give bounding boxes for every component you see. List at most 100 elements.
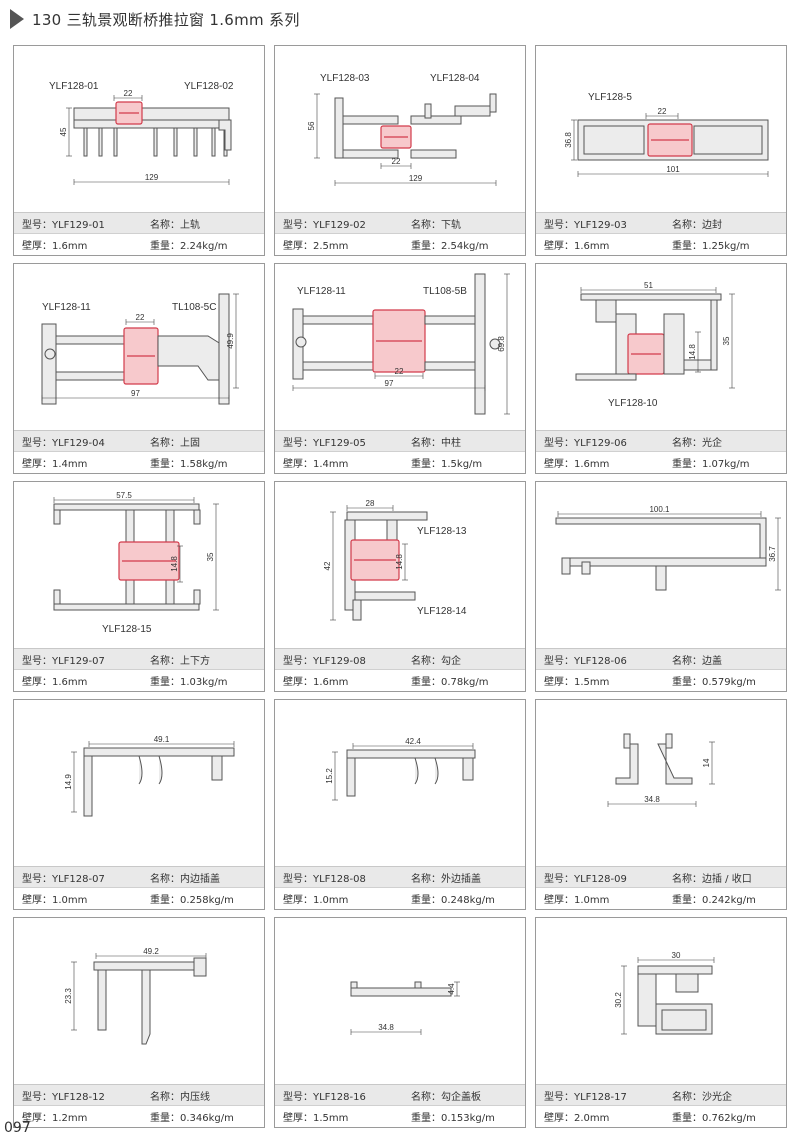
name-field: 名称：边封 xyxy=(664,216,722,231)
weight-value: 0.762kg/m xyxy=(702,1113,756,1124)
part-tag: YLF128-11 xyxy=(42,302,91,313)
profile-cross-section: 49.2 23.3 xyxy=(64,947,207,1045)
part-tag: YLF128-15 xyxy=(102,624,152,635)
profile-cross-section: 42.4 15.2 xyxy=(325,737,476,801)
weight-label: 重量： xyxy=(150,1113,180,1124)
wall-value: 2.0mm xyxy=(574,1113,610,1124)
weight-field: 重量：1.58kg/m xyxy=(142,455,228,470)
profile-info: 型号：YLF129-04 名称：上固 壁厚：1.4mm 重量：1.58kg/m xyxy=(14,430,264,473)
weight-value: 0.258kg/m xyxy=(180,895,234,906)
profile-cross-section: 14 34.8 xyxy=(607,733,715,807)
weight-label: 重量： xyxy=(672,459,702,470)
info-row-model: 型号：YLF129-05 名称：中柱 xyxy=(275,431,525,452)
name-label: 名称： xyxy=(150,873,180,885)
dimension-label: 129 xyxy=(145,173,159,182)
wall-value: 1.5mm xyxy=(574,677,610,688)
dimension-label: 97 xyxy=(131,389,140,398)
wall-label: 壁厚： xyxy=(283,895,313,906)
weight-label: 重量： xyxy=(672,677,702,688)
dimension-label: 49.9 xyxy=(226,333,235,349)
wall-field: 壁厚：1.4mm xyxy=(14,455,142,470)
weight-field: 重量：1.25kg/m xyxy=(664,237,750,252)
part-tag: YLF128-01 xyxy=(49,81,99,92)
wall-field: 壁厚：1.0mm xyxy=(275,891,403,906)
part-tag: YLF128-04 xyxy=(430,73,480,84)
wall-field: 壁厚：1.5mm xyxy=(536,673,664,688)
wall-field: 壁厚：1.0mm xyxy=(14,891,142,906)
profile-drawing: YLF128-5 22 36.8 101 xyxy=(536,46,786,212)
name-label: 名称： xyxy=(150,655,180,667)
weight-label: 重量： xyxy=(150,895,180,906)
model-value: YLF128-07 xyxy=(52,873,105,885)
weight-field: 重量：0.153kg/m xyxy=(403,1109,495,1124)
model-value: YLF129-02 xyxy=(313,219,366,231)
model-field: 型号：YLF128-07 xyxy=(14,870,142,885)
wall-label: 壁厚： xyxy=(22,677,52,688)
part-tag: YLF128-03 xyxy=(320,73,370,84)
wall-label: 壁厚： xyxy=(544,1113,574,1124)
wall-label: 壁厚： xyxy=(283,241,313,252)
name-value: 上下方 xyxy=(180,655,210,667)
profile-cross-section: YLF128-5 22 36.8 101 xyxy=(564,92,769,177)
wall-label: 壁厚： xyxy=(283,1113,313,1124)
profile-info: 型号：YLF128-17 名称：沙光企 壁厚：2.0mm 重量：0.762kg/… xyxy=(536,1084,786,1127)
name-label: 名称： xyxy=(672,437,702,449)
info-row-model: 型号：YLF129-02 名称：下轨 xyxy=(275,213,525,234)
name-field: 名称：上固 xyxy=(142,434,200,449)
wall-field: 壁厚：1.5mm xyxy=(275,1109,403,1124)
profile-card: 100.1 36.7 型号：YLF128-06 名称：边盖 壁厚：1.5mm 重… xyxy=(535,481,787,692)
name-value: 边插 / 收口 xyxy=(702,873,752,885)
dimension-label: 97 xyxy=(385,379,394,388)
weight-value: 0.153kg/m xyxy=(441,1113,495,1124)
profile-info: 型号：YLF129-07 名称：上下方 壁厚：1.6mm 重量：1.03kg/m xyxy=(14,648,264,691)
model-field: 型号：YLF129-08 xyxy=(275,652,403,667)
wall-value: 1.2mm xyxy=(52,1113,88,1124)
weight-field: 重量：1.03kg/m xyxy=(142,673,228,688)
model-field: 型号：YLF129-02 xyxy=(275,216,403,231)
page-number: 097 xyxy=(4,1120,31,1136)
part-tag: YLF128-5 xyxy=(588,92,632,103)
dimension-label: 34.8 xyxy=(644,795,660,804)
wall-value: 1.6mm xyxy=(52,241,88,252)
info-row-model: 型号：YLF128-08 名称：外边插盖 xyxy=(275,867,525,888)
model-field: 型号：YLF129-01 xyxy=(14,216,142,231)
model-label: 型号： xyxy=(283,1091,313,1103)
wall-label: 壁厚： xyxy=(544,677,574,688)
profile-info: 型号：YLF129-06 名称：光企 壁厚：1.6mm 重量：1.07kg/m xyxy=(536,430,786,473)
info-row-model: 型号：YLF128-16 名称：勾企盖板 xyxy=(275,1085,525,1106)
info-row-spec: 壁厚：1.6mm 重量：1.03kg/m xyxy=(14,670,264,691)
weight-field: 重量：0.248kg/m xyxy=(403,891,495,906)
weight-value: 2.24kg/m xyxy=(180,241,228,252)
name-value: 下轨 xyxy=(441,219,461,231)
info-row-spec: 壁厚：1.6mm 重量：1.25kg/m xyxy=(536,234,786,255)
info-row-model: 型号：YLF128-17 名称：沙光企 xyxy=(536,1085,786,1106)
model-label: 型号： xyxy=(283,437,313,449)
model-value: YLF128-08 xyxy=(313,873,366,885)
info-row-spec: 壁厚：1.0mm 重量：0.242kg/m xyxy=(536,888,786,909)
dimension-label: 129 xyxy=(409,174,423,183)
info-row-model: 型号：YLF128-07 名称：内边插盖 xyxy=(14,867,264,888)
dimension-label: 57.5 xyxy=(116,491,132,500)
dimension-label: 34.8 xyxy=(378,1023,394,1032)
dimension-label: 49.1 xyxy=(154,735,170,744)
profile-card: YLF128-5 22 36.8 101 型号：YLF129-03 名称：边封 … xyxy=(535,45,787,256)
name-value: 沙光企 xyxy=(702,1091,732,1103)
profile-card: 30 30.2 型号：YLF128-17 名称：沙光企 壁厚：2.0mm 重量：… xyxy=(535,917,787,1128)
part-tag: YLF128-10 xyxy=(608,398,658,409)
profile-cross-section: 34.8 4.4 xyxy=(350,981,460,1035)
page-header: 130 三轨景观断桥推拉窗 1.6mm 系列 xyxy=(10,8,300,30)
weight-field: 重量：0.346kg/m xyxy=(142,1109,234,1124)
wall-field: 壁厚：1.6mm xyxy=(536,237,664,252)
name-label: 名称： xyxy=(672,219,702,231)
name-value: 勾企盖板 xyxy=(441,1091,481,1103)
weight-field: 重量：2.54kg/m xyxy=(403,237,489,252)
name-value: 边封 xyxy=(702,219,722,231)
profile-drawing: 30 30.2 xyxy=(536,918,786,1084)
profile-info: 型号：YLF128-09 名称：边插 / 收口 壁厚：1.0mm 重量：0.24… xyxy=(536,866,786,909)
weight-field: 重量：0.762kg/m xyxy=(664,1109,756,1124)
name-value: 内边插盖 xyxy=(180,873,220,885)
model-label: 型号： xyxy=(544,873,574,885)
profile-cross-section: 100.1 36.7 xyxy=(555,505,781,591)
